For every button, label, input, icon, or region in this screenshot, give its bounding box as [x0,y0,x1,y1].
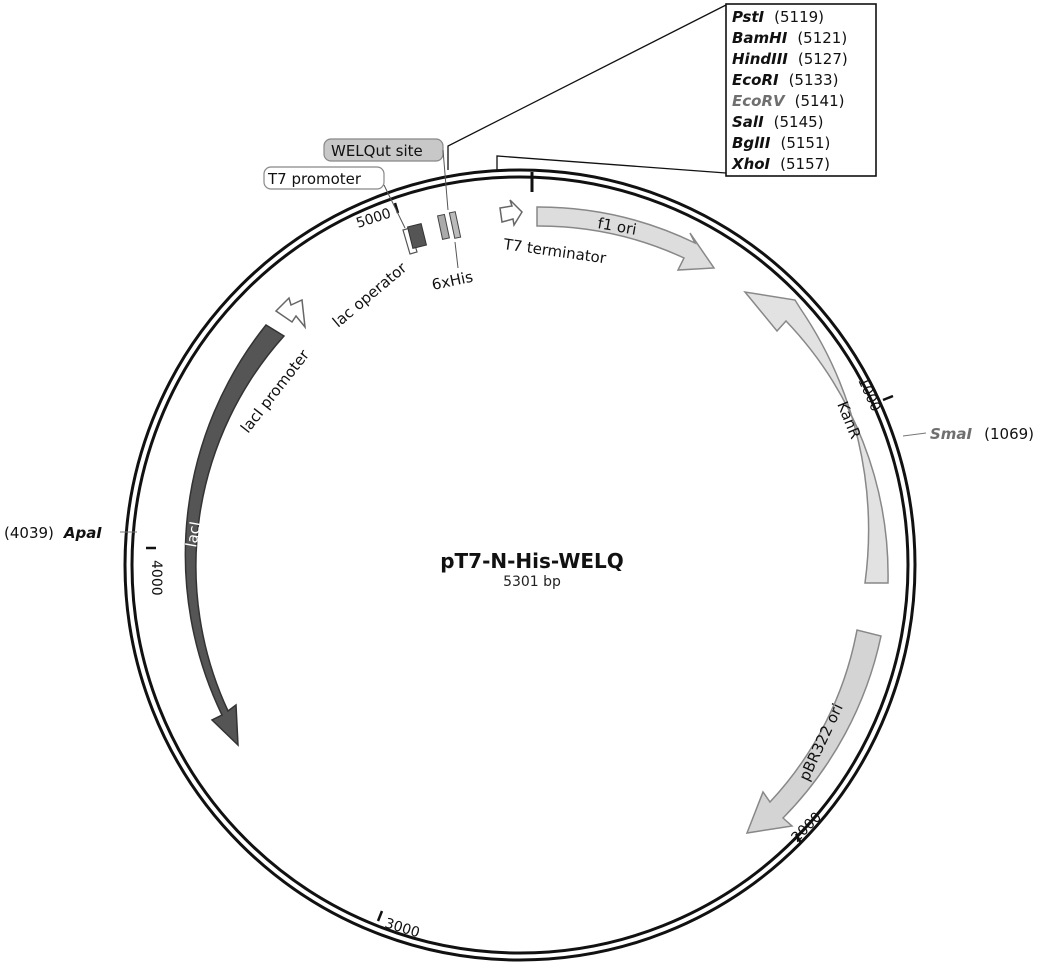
mcs-site-hind3: HindIII(5127) [732,50,848,68]
t7-promoter-leader [383,184,406,229]
backbone-inner [130,175,910,955]
mcs-site-sal1: SalI(5145) [732,113,824,131]
t7-terminator-label: T7 terminator [501,235,608,267]
tick-label-4000: 4000 [148,560,164,596]
t7-promoter-label-box [263,166,385,190]
mcs-site-bgl2: BglII(5151) [732,134,830,152]
welqut-label: WELQut site [331,142,423,160]
laci-label: lacI [182,520,204,549]
smai-site: SmaI(1069) [930,425,1034,443]
welqut-leader [442,149,449,211]
mcs-site-ecor1: EcoRI(5133) [732,71,838,89]
plasmid-size: 5301 bp [503,574,561,590]
pbr322-ori-arrow [745,629,882,834]
laci-arrow [184,324,286,747]
mcs-site-list: PstI(5119) BamHI(5121) HindIII(5127) Eco… [731,8,848,173]
mcs-callout-line-2 [496,155,727,174]
tick-label-2000: 2000 [789,809,826,846]
tick-label-5000: 5000 [354,206,393,232]
tick-4000: 4000 [146,546,164,596]
f1-ori-label: f1 ori [596,214,638,239]
tick-1000: 1000 [854,375,894,414]
lac-operator-feature [406,223,428,249]
tick-2000: 2000 [789,809,826,846]
f1-ori-arrow [536,206,716,271]
apai-site: (4039)ApaI [4,524,102,542]
plasmid-name: pT7-N-His-WELQ [440,549,624,573]
mcs-box [725,3,877,177]
t7-promoter-label: T7 promoter [267,170,362,188]
six-his-feature [448,211,462,239]
mcs-site-bamh1: BamHI(5121) [732,29,847,47]
mcs-site-xho1: XhoI(5157) [731,155,830,173]
kanr-arrow [743,290,889,584]
backbone-outer [123,168,917,962]
t7-terminator-arrow [499,199,523,228]
smai-leader [902,432,927,437]
kanr-label: KanR [833,399,864,442]
mcs-callout-line [447,4,727,170]
tick-label-1000: 1000 [854,375,883,414]
six-his-leader [454,241,459,269]
lac-operator-label: lac operator [329,258,411,331]
mcs-site-ecorv: EcoRV(5141) [732,92,845,110]
tick-5000: 5000 [354,202,400,232]
laci-promoter-arrow [274,296,307,330]
mcs-site-pst1: PstI(5119) [732,8,824,26]
welqut-feature [436,213,451,240]
six-his-label: 6xHis [430,268,475,294]
